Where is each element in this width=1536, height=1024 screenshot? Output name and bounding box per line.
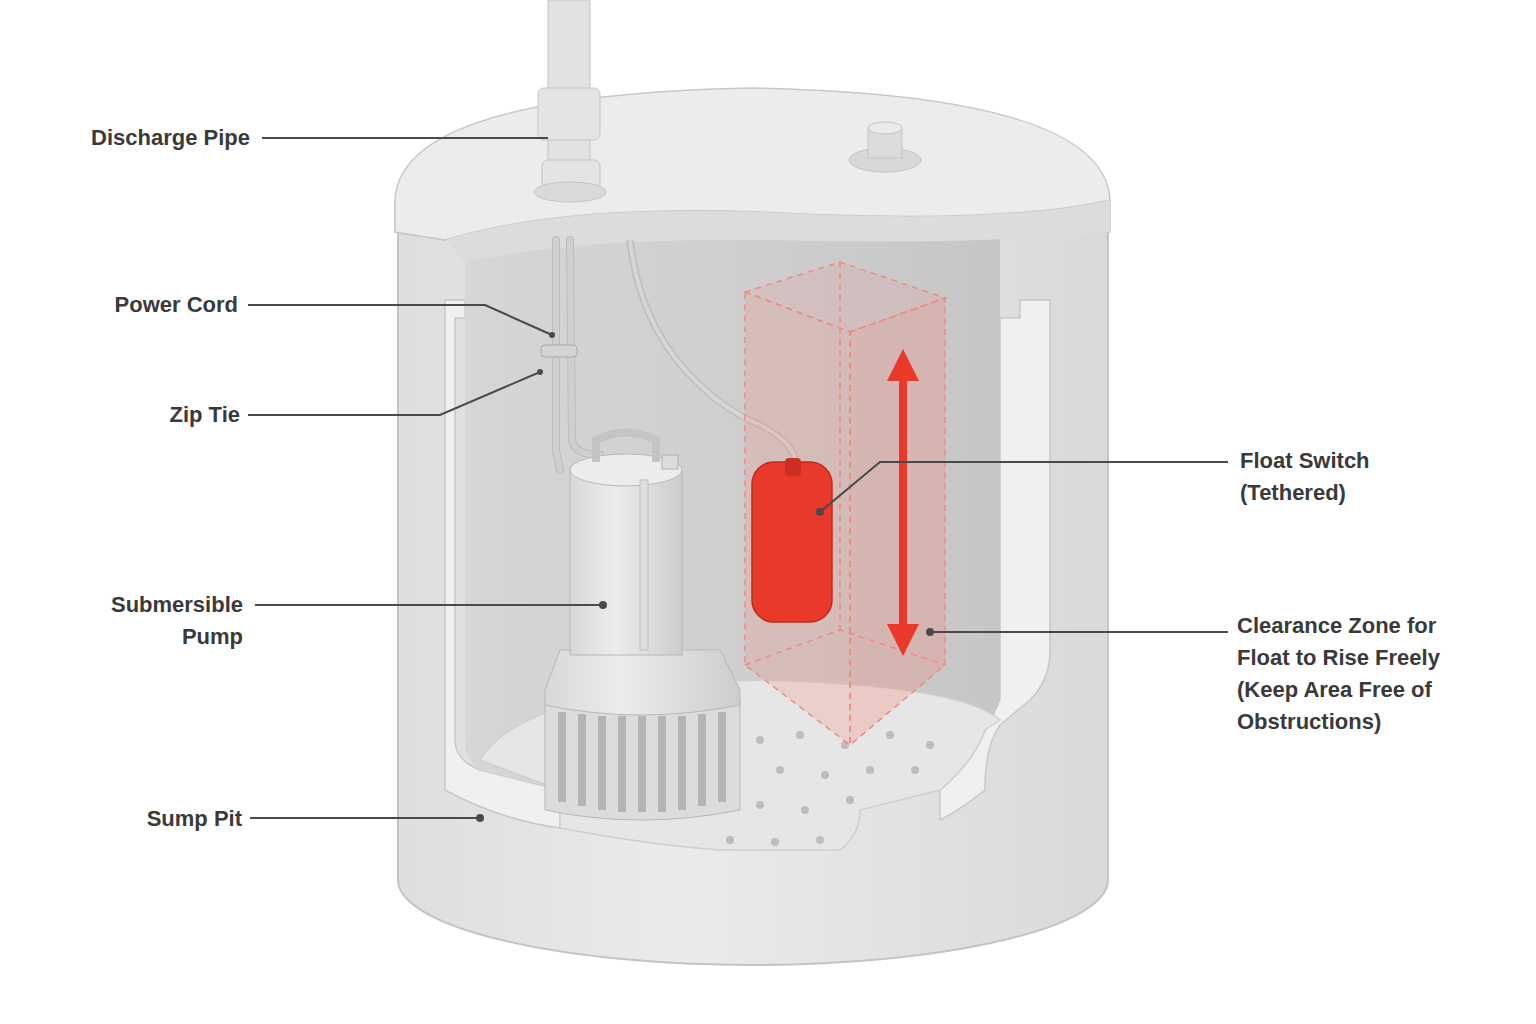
floor-hole bbox=[756, 736, 764, 744]
floor-hole bbox=[796, 731, 804, 739]
pump-rib bbox=[640, 480, 648, 650]
discharge-pipe bbox=[534, 0, 606, 202]
leader-line bbox=[250, 817, 480, 819]
slot bbox=[598, 716, 606, 810]
travel-arrow bbox=[899, 365, 907, 640]
part-label: Zip Tie bbox=[40, 399, 240, 431]
floor-hole bbox=[816, 836, 824, 844]
lid-port bbox=[849, 122, 921, 172]
part-label: Discharge Pipe bbox=[50, 122, 250, 154]
pump-strainer bbox=[545, 700, 740, 820]
pump-handle bbox=[596, 433, 656, 463]
zone-face bbox=[745, 292, 850, 745]
part-label: Sump Pit bbox=[42, 803, 242, 835]
floor-hole bbox=[846, 796, 854, 804]
leader-line bbox=[820, 462, 1228, 512]
part-label: Submersible Pump bbox=[83, 589, 243, 653]
leader-dot bbox=[549, 332, 555, 338]
port-top bbox=[868, 122, 902, 134]
pump-top bbox=[570, 454, 682, 486]
slot bbox=[698, 714, 706, 806]
pit-body bbox=[398, 230, 1108, 965]
floor-hole bbox=[756, 801, 764, 809]
part-label: Float Switch (Tethered) bbox=[1240, 445, 1410, 509]
leader-line bbox=[255, 604, 603, 606]
floor-hole bbox=[776, 766, 784, 774]
pit-lid-cut bbox=[445, 200, 1110, 262]
slot bbox=[678, 716, 686, 810]
leader-dot bbox=[926, 628, 934, 636]
floor-hole bbox=[926, 741, 934, 749]
zone-edge bbox=[745, 630, 945, 665]
part-label: Clearance Zone for Float to Rise Freely … bbox=[1237, 610, 1482, 738]
leader-dot bbox=[816, 508, 824, 516]
floor-hole bbox=[886, 731, 894, 739]
leader-dot bbox=[476, 814, 484, 822]
floor-hole bbox=[866, 766, 874, 774]
slot bbox=[618, 716, 626, 812]
leader-line bbox=[930, 631, 1228, 633]
float-cap bbox=[785, 458, 801, 476]
floor-hole bbox=[771, 838, 779, 846]
leader-dots bbox=[476, 332, 934, 822]
floor-hole bbox=[801, 806, 809, 814]
submersible-pump bbox=[545, 433, 740, 821]
leader-dot bbox=[599, 601, 607, 609]
slot bbox=[658, 716, 666, 812]
leader-line bbox=[248, 305, 552, 335]
pump-base bbox=[545, 650, 740, 715]
leader-line bbox=[248, 372, 540, 415]
clearance-zone bbox=[745, 262, 945, 745]
zone-face bbox=[745, 262, 945, 332]
floor-holes bbox=[726, 731, 934, 846]
float-switch bbox=[752, 462, 832, 622]
pipe-flange bbox=[534, 182, 606, 202]
leader-dot bbox=[537, 369, 543, 375]
leader-lines bbox=[248, 138, 1228, 818]
zone-edge bbox=[839, 262, 841, 630]
floor-hole bbox=[726, 836, 734, 844]
slot bbox=[718, 712, 726, 802]
leader-line bbox=[262, 137, 548, 139]
pump-motor bbox=[570, 470, 682, 655]
pump-cord-gland bbox=[662, 455, 678, 469]
strainer-slots bbox=[558, 712, 726, 812]
floor-hole bbox=[821, 771, 829, 779]
zip-tie bbox=[541, 345, 577, 357]
slot bbox=[578, 714, 586, 806]
slot bbox=[558, 712, 566, 802]
floor-hole bbox=[911, 766, 919, 774]
part-label: Power Cord bbox=[38, 289, 238, 321]
zone-face bbox=[850, 298, 945, 745]
pipe-coupling bbox=[538, 88, 600, 140]
slot bbox=[638, 716, 646, 812]
